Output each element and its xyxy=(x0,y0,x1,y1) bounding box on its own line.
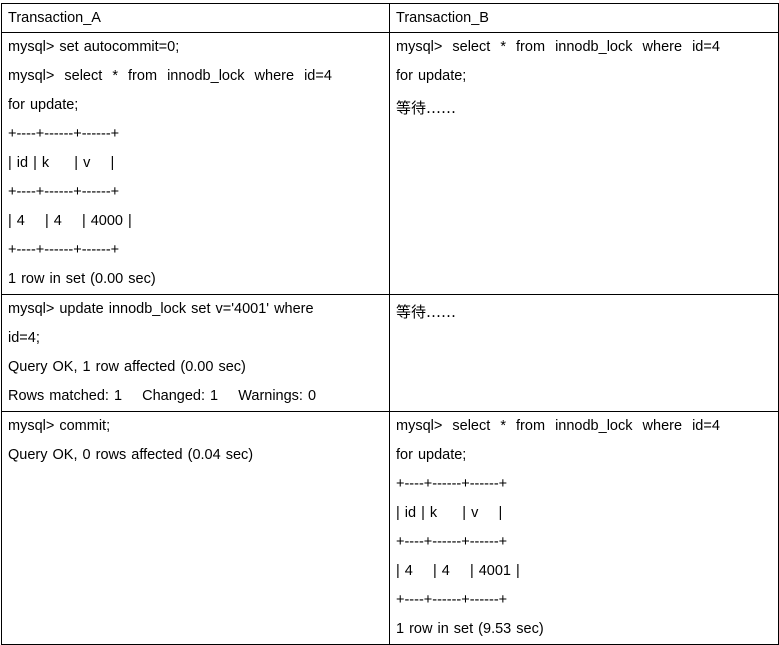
sql-line: | 4 | 4 | 4001 | xyxy=(396,563,520,579)
table-row: mysql> commit; Query OK, 0 rows affected… xyxy=(1,411,779,645)
cell-transaction-a: mysql> commit; Query OK, 0 rows affected… xyxy=(1,411,390,645)
sql-line: mysql> select * from innodb_lock where i… xyxy=(396,418,720,434)
sql-line: mysql> select * from innodb_lock where i… xyxy=(396,39,720,55)
sql-line: +----+------+------+ xyxy=(8,126,120,142)
sql-line: for update; xyxy=(396,447,467,463)
cell-transaction-a: mysql> update innodb_lock set v='4001' w… xyxy=(1,294,390,412)
waiting-status: 等待…… xyxy=(396,99,457,117)
sql-line: +----+------+------+ xyxy=(8,184,120,200)
sql-line: 1 row in set (0.00 sec) xyxy=(8,271,156,287)
cell-transaction-b: mysql> select * from innodb_lock where i… xyxy=(389,411,779,645)
cell-transaction-a: mysql> set autocommit=0; mysql> select *… xyxy=(1,32,390,295)
sql-line: Query OK, 1 row affected (0.00 sec) xyxy=(8,359,246,375)
sql-line: for update; xyxy=(396,68,467,84)
cell-transaction-b: 等待…… xyxy=(389,294,779,412)
sql-line: | id | k | v | xyxy=(8,155,115,171)
header-transaction-a: Transaction_A xyxy=(1,3,390,33)
sql-line: mysql> set autocommit=0; xyxy=(8,39,180,55)
sql-line: | id | k | v | xyxy=(396,505,503,521)
sql-line: +----+------+------+ xyxy=(396,534,508,550)
sql-line: 1 row in set (9.53 sec) xyxy=(396,621,544,637)
sql-line: id=4; xyxy=(8,330,40,346)
sql-line: +----+------+------+ xyxy=(396,476,508,492)
header-row: Transaction_A Transaction_B xyxy=(1,3,779,33)
transaction-table: Transaction_A Transaction_B mysql> set a… xyxy=(1,3,779,645)
sql-line: Query OK, 0 rows affected (0.04 sec) xyxy=(8,447,254,463)
sql-line: +----+------+------+ xyxy=(8,242,120,258)
sql-line: mysql> select * from innodb_lock where i… xyxy=(8,68,332,84)
table-row: mysql> set autocommit=0; mysql> select *… xyxy=(1,32,779,295)
cell-transaction-b: mysql> select * from innodb_lock where i… xyxy=(389,32,779,295)
sql-line: mysql> update innodb_lock set v='4001' w… xyxy=(8,301,314,317)
sql-line: for update; xyxy=(8,97,79,113)
sql-line: Rows matched: 1 Changed: 1 Warnings: 0 xyxy=(8,388,317,404)
waiting-status: 等待…… xyxy=(396,303,457,321)
sql-line: | 4 | 4 | 4000 | xyxy=(8,213,132,229)
header-transaction-b: Transaction_B xyxy=(389,3,779,33)
table-row: mysql> update innodb_lock set v='4001' w… xyxy=(1,294,779,412)
sql-line: mysql> commit; xyxy=(8,418,111,434)
sql-line: +----+------+------+ xyxy=(396,592,508,608)
